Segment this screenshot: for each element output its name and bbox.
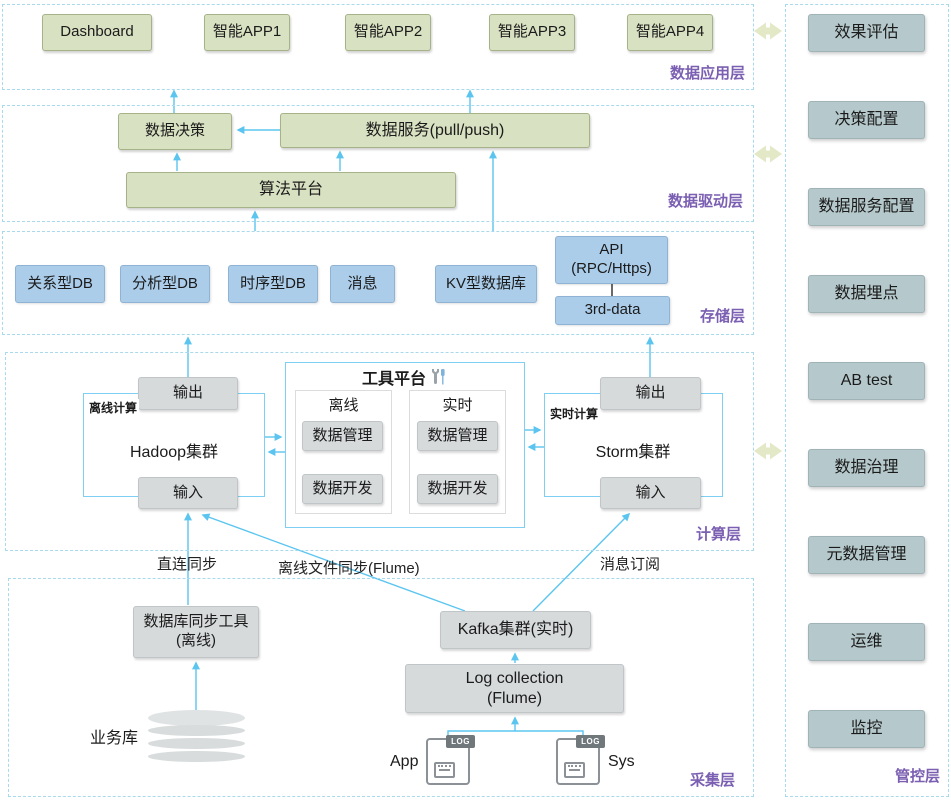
application-layer-label: 数据应用层: [669, 65, 745, 82]
management-layer-frame: 管控层: [785, 4, 949, 797]
offline-data-management: 数据管理: [302, 421, 383, 451]
exchange-arrows: [754, 22, 782, 460]
message-subscribe-label: 消息订阅: [600, 556, 661, 573]
storage-layer-frame: 存储层: [2, 231, 754, 335]
storm-cluster-name: Storm集群: [595, 444, 671, 461]
db-sync-tool-line2: (离线): [176, 632, 216, 649]
box-dashboard: Dashboard: [42, 14, 152, 51]
business-db-label: 业务库: [90, 730, 139, 747]
box-data-service-config: 数据服务配置: [808, 188, 925, 226]
box-3rd-data: 3rd-data: [555, 296, 670, 325]
storm-input-box: 输入: [600, 477, 701, 509]
box-kafka-cluster: Kafka集群(实时): [440, 611, 591, 649]
app-log-form-glyph: [434, 762, 455, 778]
box-decision-config: 决策配置: [808, 101, 925, 139]
realtime-data-development: 数据开发: [417, 474, 498, 504]
tools-realtime-title: 实时: [442, 397, 473, 414]
box-effect-evaluation: 效果评估: [808, 14, 925, 52]
box-data-decision: 数据决策: [118, 113, 232, 150]
box-algorithm-platform: 算法平台: [126, 172, 456, 208]
offline-file-sync-label: 离线文件同步(Flume): [278, 560, 420, 577]
box-db-sync-tool: 数据库同步工具 (离线): [133, 606, 259, 658]
tools-platform-title-text: 工具平台: [361, 371, 426, 388]
driver-layer-label: 数据驱动层: [667, 193, 743, 210]
realtime-data-management: 数据管理: [417, 421, 498, 451]
compute-layer-frame: 计算层: [5, 352, 754, 551]
business-db-cylinder: [148, 710, 245, 762]
app-log-file-icon: LOG: [426, 735, 475, 785]
box-api: API (RPC/Https): [555, 236, 668, 284]
box-timeseries-db: 时序型DB: [228, 265, 318, 303]
hadoop-cluster-name: Hadoop集群: [129, 444, 219, 461]
application-layer-frame: 数据应用层: [2, 4, 754, 90]
hadoop-offline-tag: 离线计算: [87, 399, 140, 416]
hadoop-input-box: 输入: [138, 477, 238, 509]
tools-platform-title: 工具平台: [285, 366, 525, 388]
box-relational-db: 关系型DB: [15, 265, 105, 303]
storm-realtime-tag: 实时计算: [548, 405, 601, 422]
tools-icon: [428, 367, 448, 387]
direct-sync-label: 直连同步: [157, 556, 218, 573]
box-data-service: 数据服务(pull/push): [280, 113, 590, 148]
log-collection-line1: Log collection: [465, 669, 564, 687]
sys-log-file-icon: LOG: [556, 735, 605, 785]
hadoop-output-box: 输出: [138, 377, 238, 410]
box-message: 消息: [330, 265, 395, 303]
storage-layer-label: 存储层: [699, 308, 745, 325]
box-metadata-management: 元数据管理: [808, 536, 925, 574]
app-log-badge: LOG: [446, 735, 475, 748]
box-ab-test: AB test: [808, 362, 925, 400]
collection-layer-label: 采集层: [689, 772, 735, 789]
collection-layer-frame: 采集层: [8, 578, 754, 797]
api-line1: API: [599, 241, 624, 259]
sys-log-form-glyph: [564, 762, 585, 778]
box-analytic-db: 分析型DB: [120, 265, 210, 303]
box-kv-db: KV型数据库: [435, 265, 537, 303]
management-layer-label: 管控层: [894, 768, 940, 785]
driver-layer-frame: 数据驱动层: [2, 105, 754, 222]
box-smart-app3: 智能APP3: [489, 14, 575, 51]
box-smart-app4: 智能APP4: [627, 14, 713, 51]
log-collection-line2: (Flume): [486, 689, 543, 707]
box-smart-app2: 智能APP2: [345, 14, 431, 51]
sys-log-badge: LOG: [576, 735, 605, 748]
compute-layer-label: 计算层: [695, 526, 741, 543]
box-smart-app1: 智能APP1: [204, 14, 290, 51]
box-operations: 运维: [808, 623, 925, 661]
sys-label: Sys: [608, 753, 635, 770]
app-label: App: [390, 753, 419, 770]
box-data-governance: 数据治理: [808, 449, 925, 487]
db-sync-tool-line1: 数据库同步工具: [143, 613, 249, 631]
box-monitoring: 监控: [808, 710, 925, 748]
tools-offline-title: 离线: [328, 397, 359, 414]
api-line2: (RPC/Https): [571, 260, 652, 277]
storm-output-box: 输出: [600, 377, 701, 410]
box-data-tracking: 数据埋点: [808, 275, 925, 313]
offline-data-development: 数据开发: [302, 474, 383, 504]
box-log-collection: Log collection (Flume): [405, 664, 624, 713]
